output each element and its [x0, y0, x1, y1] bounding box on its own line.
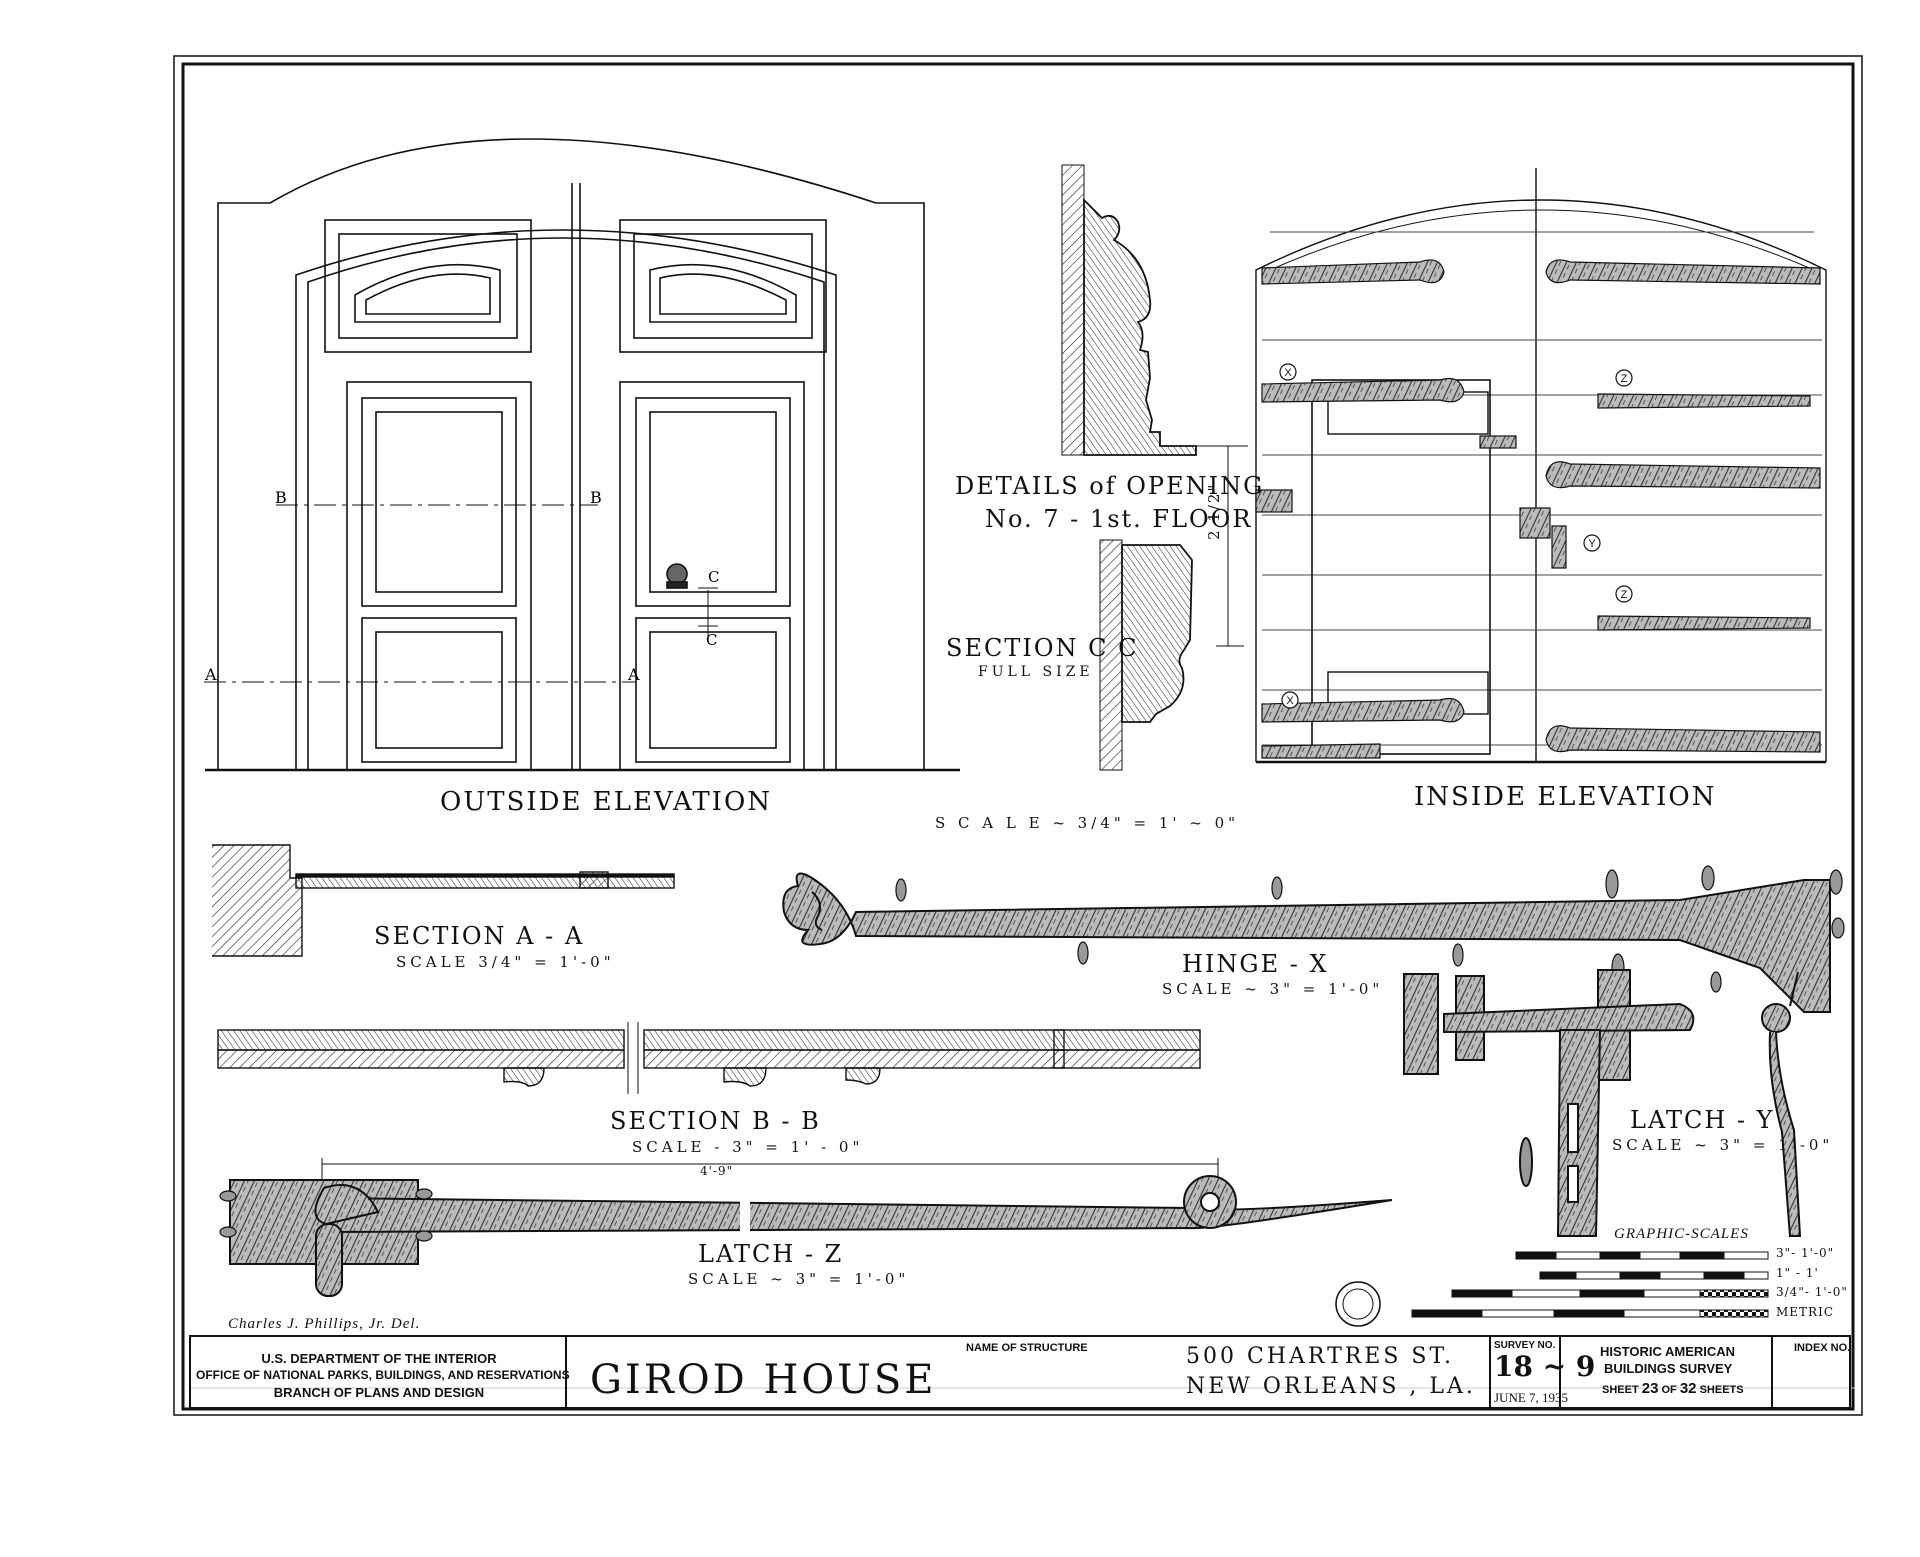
latch-z-dimension: 4'-9" — [700, 1164, 734, 1178]
latch-z-title: LATCH - Z — [698, 1240, 844, 1268]
agency-line1: U.S. DEPARTMENT OF THE INTERIOR — [261, 1351, 497, 1366]
dimension-cc — [1216, 445, 1244, 647]
habs-line1: HISTORIC AMERICAN — [1600, 1344, 1736, 1359]
survey-date: JUNE 7, 1935 — [1494, 1390, 1569, 1405]
section-bb-scale: SCALE - 3" = 1' - 0" — [632, 1138, 864, 1156]
section-cc-scale: FULL SIZE — [978, 664, 1094, 680]
marker-a-right: A — [627, 665, 640, 684]
graphic-scale-label-4: METRIC — [1776, 1305, 1835, 1319]
latch-y-title: LATCH - Y — [1630, 1106, 1775, 1134]
agency-line3: BRANCH OF PLANS AND DESIGN — [273, 1385, 485, 1400]
dimension-cc-label: 2 1/2" — [1205, 482, 1223, 540]
graphic-scales-title: GRAPHIC-SCALES — [1614, 1226, 1749, 1242]
details-title-line2: No. 7 - 1st. FLOOR — [985, 505, 1253, 533]
hinge-x-scale: SCALE ~ 3" = 1'-0" — [1162, 980, 1384, 998]
sheet-suffix: SHEETS — [1699, 1384, 1744, 1396]
elevation-scale: S C A L E ~ 3/4" = 1' ~ 0" — [935, 814, 1240, 832]
habs-line2: BUILDINGS SURVEY — [1604, 1361, 1733, 1376]
section-aa-scale: SCALE 3/4" = 1'-0" — [396, 953, 615, 971]
address-line1: 500 CHARTRES ST. — [1186, 1344, 1454, 1369]
marker-b-left: B — [275, 488, 287, 507]
title-block-frame — [189, 1335, 1851, 1409]
sheet-count: SHEET 23 OF 32 SHEETS — [1602, 1380, 1744, 1397]
survey-number: 18 ~ 9 — [1494, 1350, 1596, 1383]
tag-z-upper: Z — [1621, 373, 1628, 385]
delineator-signature: Charles J. Phillips, Jr. Del. — [228, 1316, 421, 1332]
section-bb-drawing — [217, 1022, 1201, 1094]
name-of-structure-label: NAME OF STRUCTURE — [966, 1342, 1088, 1354]
library-seal — [1335, 1281, 1381, 1327]
section-aa-title: SECTION A - A — [374, 922, 585, 950]
sheet-total: 32 — [1679, 1380, 1697, 1397]
section-bb-title: SECTION B - B — [610, 1107, 821, 1135]
inside-elevation-drawing — [1255, 168, 1827, 764]
latch-y-drawing — [1403, 969, 1802, 1237]
graphic-scale-label-2: 1" - 1' — [1776, 1266, 1819, 1280]
sheet-of: OF — [1661, 1384, 1677, 1396]
tag-x-upper: X — [1284, 367, 1292, 379]
hinge-x-drawing — [782, 865, 1845, 1013]
section-markers: B B A A C C — [204, 488, 719, 684]
sheet-prefix: SHEET — [1602, 1384, 1639, 1396]
address-line2: NEW ORLEANS , LA. — [1186, 1374, 1476, 1399]
structure-name: GIROD HOUSE — [590, 1357, 937, 1403]
survey-no-label: SURVEY NO. — [1494, 1340, 1556, 1351]
graphic-scale-label-3: 3/4"- 1'-0" — [1776, 1285, 1848, 1299]
outside-elevation-drawing — [204, 138, 960, 772]
graphic-scales — [1411, 1251, 1769, 1318]
sheet-number: 23 — [1641, 1380, 1659, 1397]
tag-y: Y — [1588, 538, 1596, 550]
moulding-profile-lower — [1099, 539, 1193, 771]
latch-z-drawing — [219, 1158, 1393, 1297]
agency-line2: OFFICE OF NATIONAL PARKS, BUILDINGS, AND… — [196, 1368, 570, 1382]
section-cc-title: SECTION C C — [946, 634, 1139, 662]
inside-hardware-straps — [1255, 259, 1821, 759]
tag-z-lower: Z — [1621, 589, 1628, 601]
marker-a-left: A — [204, 665, 217, 684]
hinge-x-title: HINGE - X — [1182, 950, 1329, 978]
section-aa-drawing — [212, 844, 675, 957]
details-title-line1: DETAILS of OPENING — [955, 472, 1265, 500]
marker-c-bottom: C — [706, 631, 717, 649]
marker-c-top: C — [708, 568, 719, 586]
index-no-label: INDEX NO. — [1794, 1342, 1851, 1354]
marker-b-right: B — [590, 488, 602, 507]
outside-elevation-title: OUTSIDE ELEVATION — [440, 787, 773, 817]
inside-elevation-title: INSIDE ELEVATION — [1414, 782, 1717, 812]
graphic-scale-label-1: 3"- 1'-0" — [1776, 1246, 1835, 1260]
tag-x-lower: X — [1286, 695, 1294, 707]
moulding-profile-upper — [1061, 164, 1248, 456]
latch-z-scale: SCALE ~ 3" = 1'-0" — [688, 1270, 910, 1288]
hardware-tag-markers: X X Z Z Y — [1279, 363, 1633, 709]
latch-y-scale: SCALE ~ 3" = 1'-0" — [1612, 1136, 1834, 1154]
